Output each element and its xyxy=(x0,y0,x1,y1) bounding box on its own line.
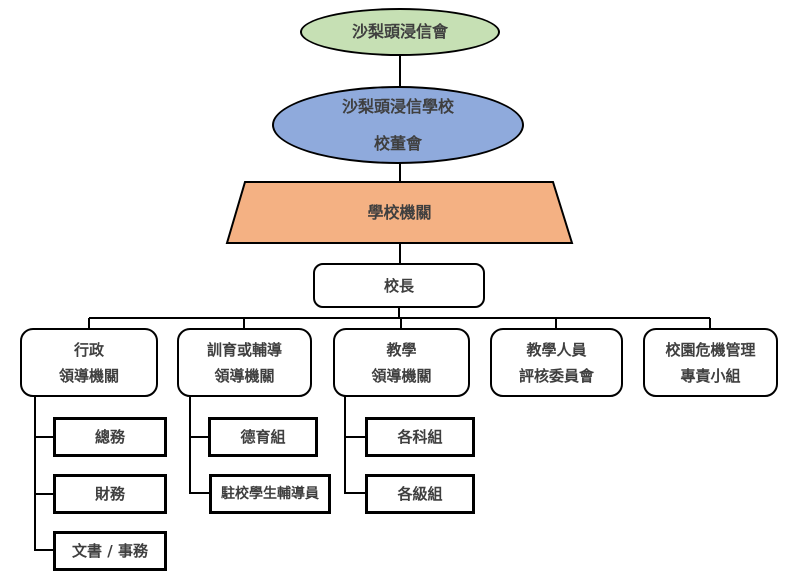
sub-box-general-affairs: 總務 xyxy=(53,417,167,457)
sub-box-clerical: 文書 / 事務 xyxy=(53,531,167,571)
dept-box-teaching: 教學 領導機關 xyxy=(333,328,470,397)
authority-label: 學校機關 xyxy=(367,202,432,222)
authority-trapezoid: 學校機關 xyxy=(227,182,572,243)
board-label-line2: 校董會 xyxy=(373,134,422,153)
dept-discipline-line1: 訓育或輔導 xyxy=(206,340,282,359)
dept-teaching-line2: 領導機關 xyxy=(371,366,432,385)
dept-discipline-line2: 領導機關 xyxy=(214,366,275,385)
sub-box-finance: 財務 xyxy=(53,474,167,514)
dept-teaching-line1: 教學 xyxy=(386,340,417,359)
dept-box-crisis: 校園危機管理 專責小組 xyxy=(643,328,778,397)
sub-box-grade-groups: 各級組 xyxy=(365,474,475,514)
authority-trapezoid-shape xyxy=(225,181,574,244)
dept-crisis-line1: 校園危機管理 xyxy=(665,340,756,359)
dept-crisis-line2: 專責小組 xyxy=(680,366,741,385)
sub-box-school-counselor: 駐校學生輔導員 xyxy=(209,474,331,514)
dept-appraisal-line2: 評核委員會 xyxy=(518,366,594,385)
sub-box-subject-groups: 各科組 xyxy=(365,417,475,457)
principal-label: 校長 xyxy=(383,276,414,295)
dept-box-admin: 行政 領導機關 xyxy=(20,328,158,397)
dept-admin-line1: 行政 xyxy=(73,340,104,359)
board-ellipse: 沙梨頭浸信學校 校董會 xyxy=(272,86,524,164)
sub-box-moral-education: 德育組 xyxy=(208,417,318,457)
dept-box-appraisal: 教學人員 評核委員會 xyxy=(490,328,623,397)
church-ellipse: 沙梨頭浸信會 xyxy=(300,8,500,56)
dept-appraisal-line1: 教學人員 xyxy=(526,340,587,359)
church-label: 沙梨頭浸信會 xyxy=(351,22,448,41)
dept-box-discipline: 訓育或輔導 領導機關 xyxy=(177,328,312,397)
board-label-line1: 沙梨頭浸信學校 xyxy=(341,97,454,116)
principal-box: 校長 xyxy=(313,263,485,308)
dept-admin-line2: 領導機關 xyxy=(58,366,119,385)
